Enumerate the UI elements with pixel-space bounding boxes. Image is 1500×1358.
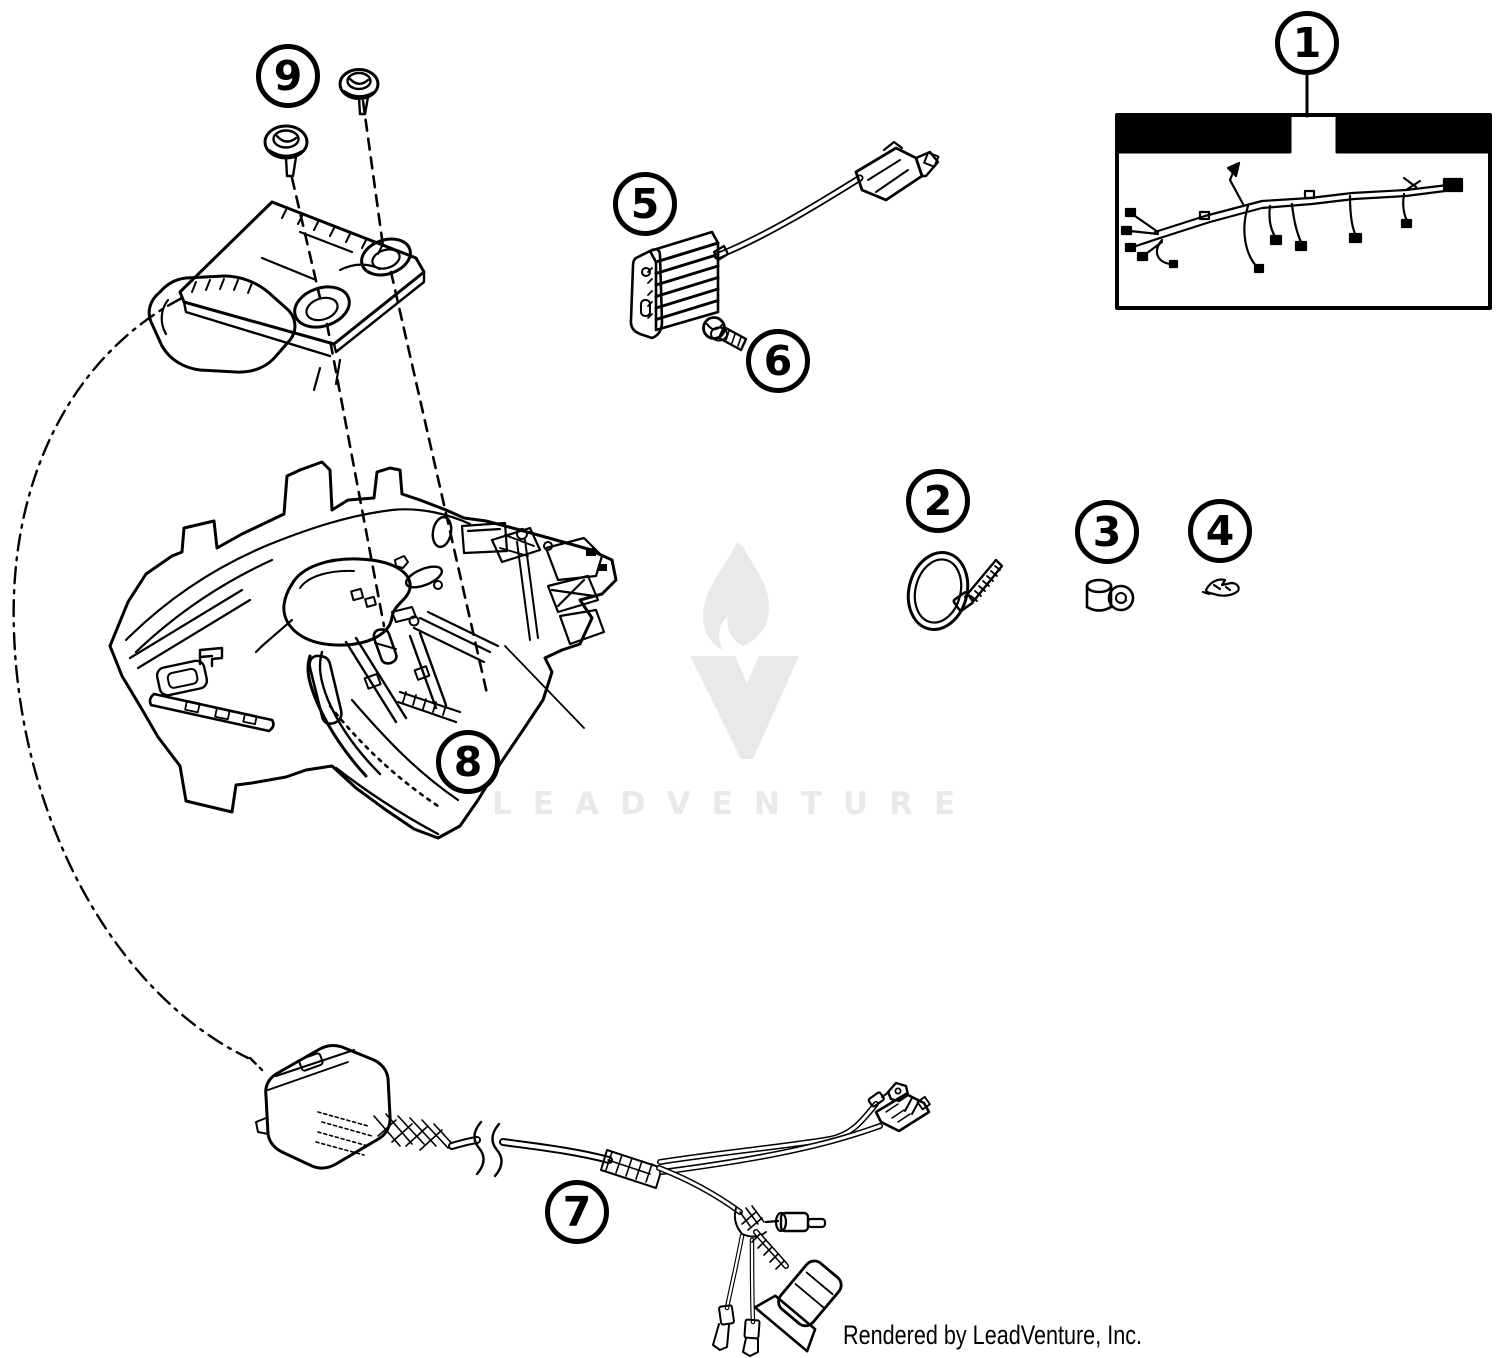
ecu-screw-b-icon xyxy=(338,68,380,116)
voltage-regulator-art xyxy=(629,140,940,340)
harness-connector-art xyxy=(255,1044,392,1170)
callout-5[interactable]: 5 xyxy=(613,172,677,236)
ecu-screw-a-icon xyxy=(263,124,309,178)
harness-inset-box xyxy=(1115,72,1492,310)
callout-9-number: 9 xyxy=(273,52,303,100)
bullet-terminal-icon xyxy=(874,1092,931,1133)
harness-routing-arc xyxy=(12,296,250,1060)
ecu-assembly-art xyxy=(147,200,426,392)
callout-6[interactable]: 6 xyxy=(746,329,810,393)
screw-alignment-dashed-lines xyxy=(290,99,490,700)
callout-3-number: 3 xyxy=(1092,508,1122,556)
cable-break-symbol xyxy=(473,1120,503,1178)
plug-cap-icon xyxy=(753,1259,843,1353)
inset-header-bar-right xyxy=(1335,113,1492,154)
callout-2[interactable]: 2 xyxy=(906,469,970,533)
regulator-screw-icon xyxy=(702,316,748,352)
cable-tie-art xyxy=(906,551,1004,631)
callout-4[interactable]: 4 xyxy=(1188,499,1252,563)
callout-7[interactable]: 7 xyxy=(545,1180,609,1244)
callout-6-number: 6 xyxy=(763,337,793,385)
callout-5-number: 5 xyxy=(630,180,660,228)
callout-8-number: 8 xyxy=(453,738,483,786)
callout-7-number: 7 xyxy=(562,1188,592,1236)
clamp-art xyxy=(1085,578,1135,612)
callout-8[interactable]: 8 xyxy=(436,730,500,794)
main-harness-art xyxy=(255,1044,931,1357)
callout-3[interactable]: 3 xyxy=(1075,500,1139,564)
clip-art xyxy=(1201,578,1240,597)
callout-1[interactable]: 1 xyxy=(1275,11,1339,75)
callout-2-number: 2 xyxy=(923,477,953,525)
callout-9[interactable]: 9 xyxy=(256,44,320,108)
inset-harness-art xyxy=(1120,161,1464,274)
regulator-connector-art xyxy=(854,140,940,202)
inset-header-bar-left xyxy=(1115,113,1292,154)
harness-routing-arc-end xyxy=(248,1056,264,1072)
battery-tray-art xyxy=(108,460,618,840)
callout-1-number: 1 xyxy=(1292,19,1322,67)
watermark-flame-v-icon xyxy=(690,542,799,759)
callout-4-number: 4 xyxy=(1205,507,1235,555)
watermark-text: LEADVENTURE xyxy=(492,786,977,822)
footer-credit: Rendered by LeadVenture, Inc. xyxy=(843,1320,1143,1350)
